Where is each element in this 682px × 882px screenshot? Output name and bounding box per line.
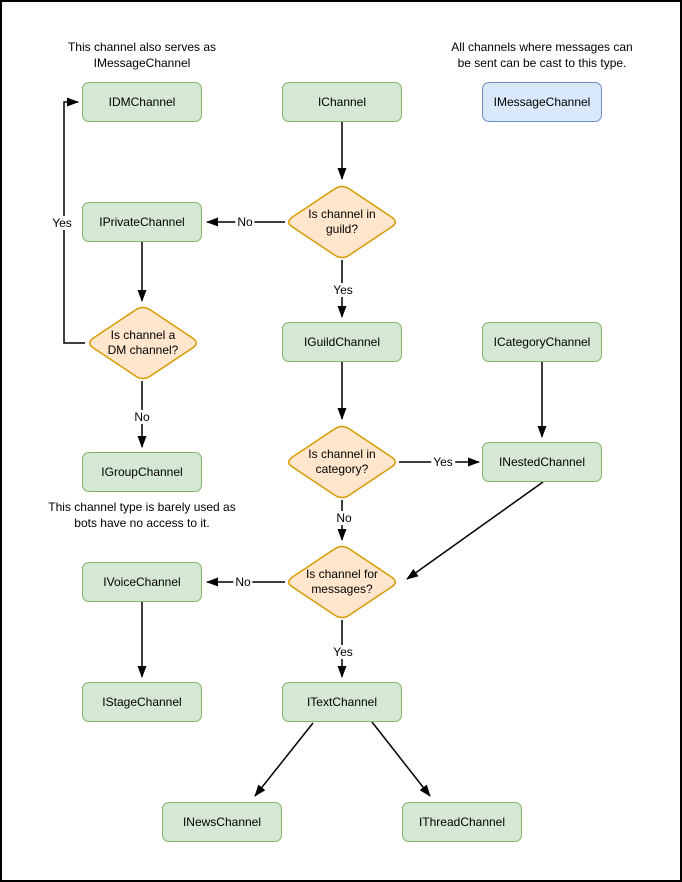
edge-label-guild-yes: Yes	[331, 283, 355, 297]
node-imessagechannel: IMessageChannel	[482, 82, 602, 122]
edge-label-dm-no: No	[132, 410, 152, 424]
edge-label-category-yes: Yes	[431, 455, 455, 469]
decision-shape-for-messages	[288, 545, 396, 619]
node-itextchannel: ITextChannel	[282, 682, 402, 722]
node-inewschannel: INewsChannel	[162, 802, 282, 842]
note-imessagechannel-cast: All channels where messages can be sent …	[451, 40, 633, 70]
note-igroupchannel-barely-used: This channel type is barely used as bots…	[48, 500, 236, 530]
decision-label-in-guild: Is channel in guild?	[308, 207, 376, 236]
edge-label-messages-yes: Yes	[331, 645, 355, 659]
node-istagechannel: IStageChannel	[82, 682, 202, 722]
decision-shape-in-guild	[288, 185, 396, 259]
node-inestedchannel: INestedChannel	[482, 442, 602, 482]
decision-label-for-messages: Is channel for messages?	[305, 567, 379, 596]
decision-label-is-dm: Is channel a DM channel?	[107, 328, 179, 357]
edge-label-dm-yes: Yes	[50, 216, 74, 230]
node-ithreadchannel: IThreadChannel	[402, 802, 522, 842]
node-ichannel: IChannel	[282, 82, 402, 122]
node-ivoicechannel: IVoiceChannel	[82, 562, 202, 602]
edge-label-guild-no: No	[235, 215, 255, 229]
decision-label-in-category: Is channel in category?	[308, 447, 376, 476]
node-iguildchannel: IGuildChannel	[282, 322, 402, 362]
node-iprivatechannel: IPrivateChannel	[82, 202, 202, 242]
node-idmchannel: IDMChannel	[82, 82, 202, 122]
note-idmchannel-serves-imessagechannel: This channel also serves as IMessageChan…	[67, 40, 217, 70]
edge-inestedchannel-to-messages-decision	[406, 481, 544, 580]
node-igroupchannel: IGroupChannel	[82, 452, 202, 492]
edge-itextchannel-to-ithreadchannel	[371, 721, 431, 797]
node-icategorychannel: ICategoryChannel	[482, 322, 602, 362]
edge-label-category-no: No	[334, 511, 354, 525]
decision-shape-in-category	[288, 425, 396, 499]
decision-shape-is-dm	[89, 306, 197, 380]
edge-itextchannel-to-inewschannel	[254, 722, 314, 797]
edge-label-messages-no: No	[233, 575, 253, 589]
